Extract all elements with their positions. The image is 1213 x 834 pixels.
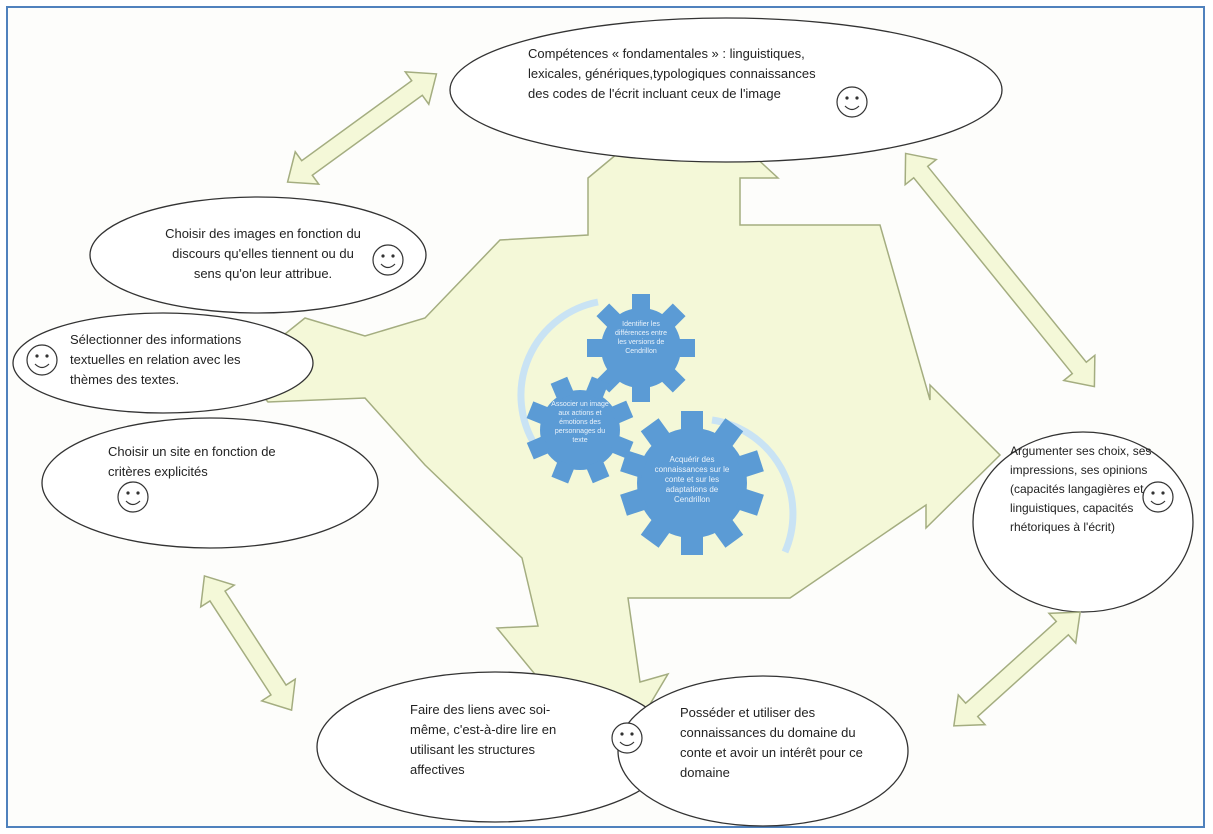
node-select-text: Sélectionner des informations textuelles… bbox=[70, 332, 242, 387]
double-arrow-icon bbox=[904, 152, 1096, 388]
gear-left-label: Associer un image aux actions et émotion… bbox=[551, 401, 609, 444]
gear-icon bbox=[526, 376, 634, 484]
cycle-arrow-icon bbox=[517, 298, 599, 447]
node-top-ellipse bbox=[449, 17, 1003, 163]
node-site-ellipse bbox=[41, 417, 379, 549]
double-arrow-icon bbox=[286, 70, 438, 186]
node-possess-ellipse bbox=[617, 675, 909, 827]
node-argue-text: Argumenter ses choix, ses impressions, s… bbox=[1010, 444, 1152, 534]
gear-right-label: Acquérir des connaissances sur le conte … bbox=[654, 455, 730, 504]
smiley-icon bbox=[117, 481, 149, 513]
node-site-text: Choisir un site en fonction de critères … bbox=[108, 444, 276, 479]
node-images-text: Choisir des images en fonction du discou… bbox=[165, 226, 361, 281]
gear-icon bbox=[620, 411, 764, 555]
node-links-text: Faire des liens avec soi-même, c'est-à-d… bbox=[410, 702, 557, 777]
node-top-text: Compétences « fondamentales » : linguist… bbox=[528, 46, 816, 101]
smiley-icon bbox=[26, 344, 58, 376]
central-cross-arrows bbox=[238, 94, 1002, 770]
node-select-ellipse bbox=[12, 312, 314, 414]
gear-top-label: Identifier les différences entre les ver… bbox=[614, 321, 667, 355]
double-arrow-icon bbox=[952, 611, 1082, 727]
node-argue-ellipse bbox=[972, 431, 1194, 613]
smiley-icon bbox=[836, 86, 868, 118]
smiley-icon bbox=[611, 722, 643, 754]
node-possess-text: Posséder et utiliser des connaissances d… bbox=[680, 705, 863, 780]
smiley-icon bbox=[372, 244, 404, 276]
double-arrow-icon bbox=[199, 574, 297, 712]
node-images-ellipse bbox=[89, 196, 427, 314]
gear-icon bbox=[587, 294, 695, 402]
